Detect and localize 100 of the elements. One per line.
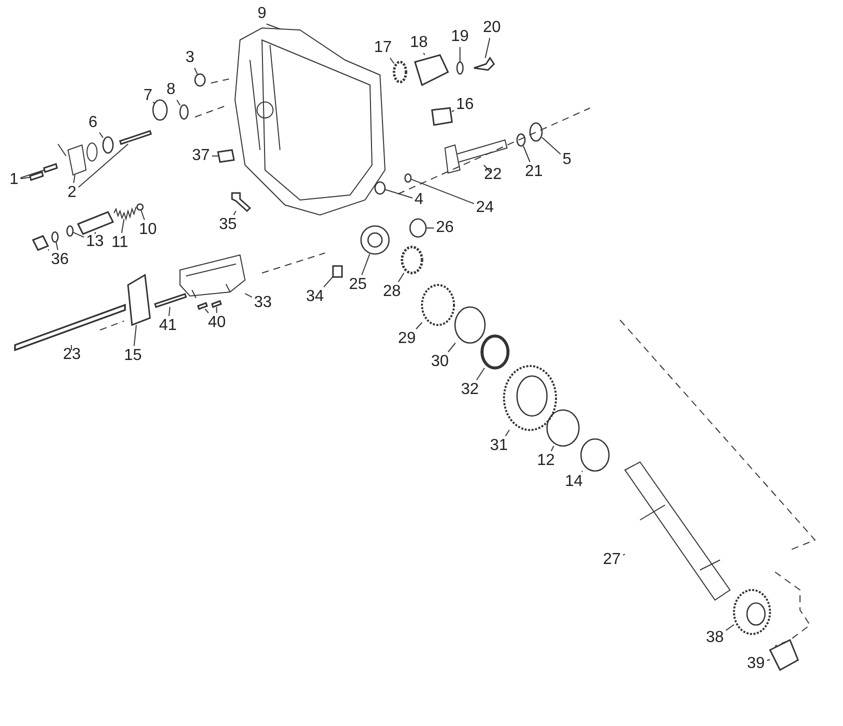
callout-number: 11 <box>112 234 128 252</box>
plug-drawing <box>332 265 343 278</box>
leader-line <box>323 276 334 288</box>
callout-number: 8 <box>166 81 176 99</box>
leader-line <box>20 170 44 178</box>
gear-drawing <box>421 284 455 326</box>
pin-drawing <box>119 130 152 145</box>
leader-line <box>398 272 404 282</box>
callout-number: 19 <box>451 28 469 46</box>
leader-line <box>94 232 96 234</box>
washer-drawing <box>456 61 464 75</box>
leader-line <box>410 178 474 204</box>
callout-number: 33 <box>254 294 272 312</box>
gear-sector-drawing <box>127 274 151 326</box>
ring-drawing <box>374 181 386 195</box>
leader-line <box>361 254 370 276</box>
gear-drawing <box>733 589 771 635</box>
washer-drawing <box>529 122 543 142</box>
bushing-drawing <box>769 638 799 672</box>
washer-drawing <box>409 218 427 238</box>
bearing-drawing <box>546 409 580 447</box>
callout-number: 4 <box>414 191 424 209</box>
leader-line <box>176 100 180 106</box>
leader-line <box>152 101 155 104</box>
callout-number: 27 <box>603 551 621 569</box>
leader-line <box>99 132 104 138</box>
callout-number: 10 <box>139 221 157 239</box>
leader-line <box>522 146 530 162</box>
bolt-drawing <box>473 56 495 71</box>
callout-number: 5 <box>562 151 572 169</box>
callout-number: 30 <box>431 353 449 371</box>
gear-drawing <box>400 246 424 274</box>
callout-number: 29 <box>398 330 416 348</box>
callout-number: 31 <box>490 437 508 455</box>
leader-line <box>233 210 236 216</box>
callout-number: 21 <box>525 163 543 181</box>
gear-drawing <box>392 60 408 84</box>
callout-number: 22 <box>484 166 502 184</box>
leader-line <box>423 52 426 56</box>
callout-number: 16 <box>456 96 474 114</box>
leader-line <box>384 189 413 198</box>
leader-line <box>121 218 124 234</box>
leader-line <box>726 624 734 631</box>
washer-drawing <box>51 231 59 243</box>
bearing-drawing <box>152 99 168 121</box>
screw-drawing <box>29 171 44 181</box>
leader-line <box>452 110 454 112</box>
callout-number: 34 <box>306 288 324 306</box>
bolt-drawing <box>231 192 252 212</box>
pin-drawing <box>197 302 208 310</box>
leader-line <box>542 136 561 155</box>
leader-line <box>168 306 170 316</box>
leader-line <box>140 210 145 220</box>
callout-number: 40 <box>208 314 226 332</box>
callout-number: 13 <box>86 233 104 251</box>
o-ring-drawing <box>66 225 74 237</box>
callout-number: 39 <box>747 655 765 673</box>
callout-number: 7 <box>144 87 152 105</box>
leader-line <box>194 68 198 74</box>
leader-line <box>216 306 218 314</box>
leader-line <box>416 322 422 330</box>
leader-line <box>20 176 30 180</box>
leader-line <box>72 232 84 238</box>
callout-number: 28 <box>383 283 401 301</box>
ring-drawing <box>454 306 486 344</box>
callout-number: 26 <box>436 219 454 237</box>
leader-line <box>483 164 492 174</box>
bushing-drawing <box>431 107 453 126</box>
leader-line <box>550 446 554 452</box>
callout-number: 41 <box>159 317 177 335</box>
callout-number: 2 <box>68 184 76 202</box>
leader-line <box>505 430 510 436</box>
screw-drawing <box>43 163 58 173</box>
shaft-drawing <box>624 461 731 600</box>
bearing-drawing <box>360 225 390 255</box>
snap-ring-drawing <box>580 438 610 472</box>
leader-line <box>78 144 129 188</box>
piston-drawing <box>76 211 114 235</box>
leader-line <box>73 174 76 184</box>
callout-number: 6 <box>88 114 98 132</box>
seal-drawing <box>179 104 189 120</box>
leader-line <box>244 293 252 298</box>
callout-number: 32 <box>461 381 479 399</box>
callout-number: 35 <box>219 216 237 234</box>
callout-number: 15 <box>124 347 142 365</box>
leader-line <box>476 368 485 380</box>
pin-drawing <box>154 293 187 308</box>
callout-number: 14 <box>565 473 583 491</box>
leader-line <box>622 554 626 556</box>
callout-number: 23 <box>63 346 81 364</box>
callout-number: 37 <box>192 147 210 165</box>
callout-number: 3 <box>186 49 194 67</box>
leader-line <box>48 249 50 251</box>
callout-number: 20 <box>483 19 501 37</box>
callout-number: 12 <box>537 452 555 470</box>
gear-drawing <box>503 365 557 431</box>
callout-number: 18 <box>410 34 428 52</box>
washer-drawing <box>102 136 114 154</box>
callout-number: 24 <box>476 199 494 217</box>
leader-line <box>70 344 72 350</box>
